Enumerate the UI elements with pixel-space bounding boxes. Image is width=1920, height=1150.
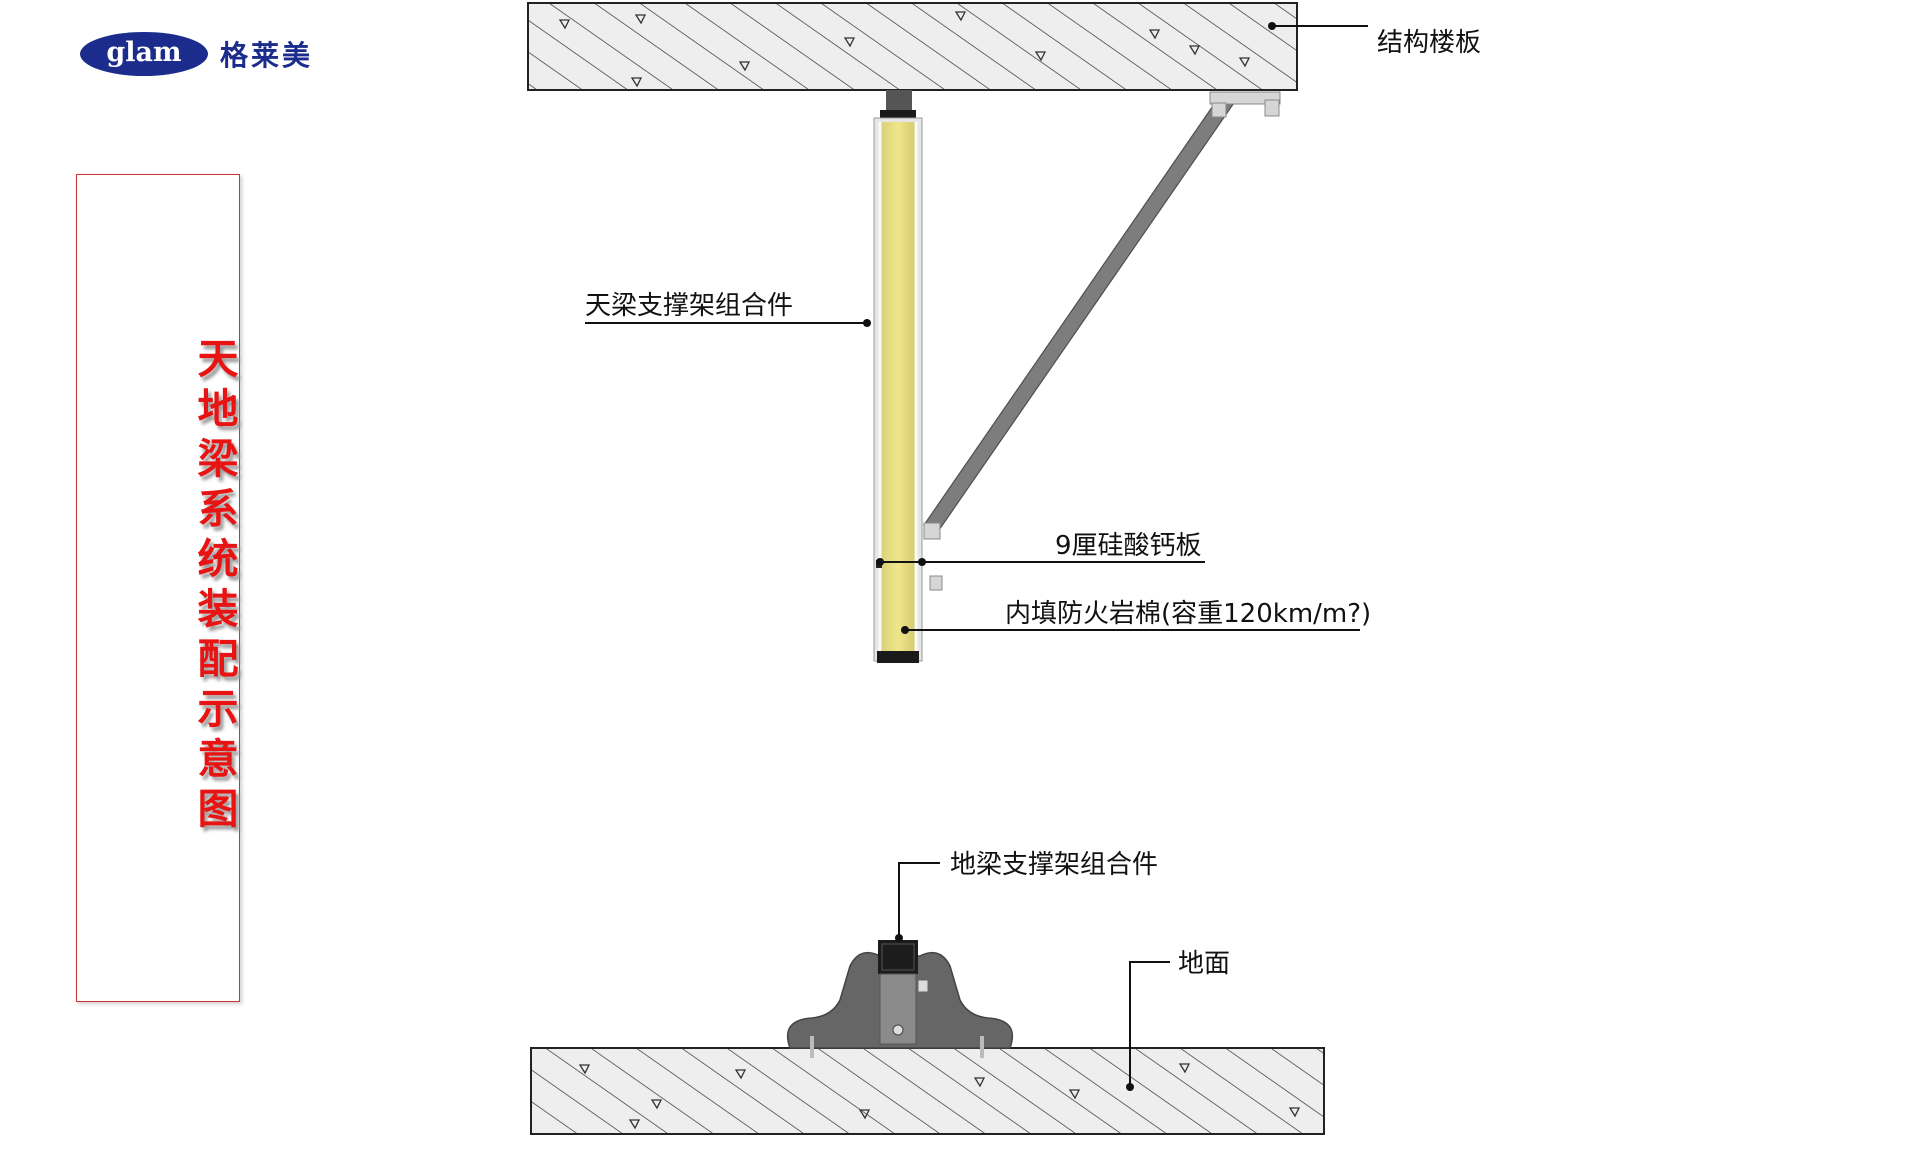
aggregate-marks-floor xyxy=(578,1063,1301,1130)
floor-slab xyxy=(530,1047,1325,1135)
logo-chinese-name: 格莱美 xyxy=(220,39,314,72)
structural-slab xyxy=(527,2,1298,91)
leader-lines xyxy=(585,25,1368,1087)
diagonal-brace xyxy=(923,91,1281,540)
diagram-title: 天地梁系统装配示意图 xyxy=(190,337,238,837)
floor-beam-bracket xyxy=(786,940,1014,1058)
leader-dots xyxy=(863,22,1276,1091)
label-ceiling-beam-bracket: 天梁支撑架组合件 xyxy=(585,291,793,321)
label-calcium-silicate-board: 9厘硅酸钙板 xyxy=(1055,531,1202,561)
label-rock-wool-infill: 内填防火岩棉(容重120km/m?) xyxy=(1005,599,1371,629)
brand-logo: glam 格莱美 xyxy=(80,28,340,78)
logo-mark: glam xyxy=(80,32,208,76)
aggregate-marks xyxy=(558,11,1251,88)
label-floor-beam-bracket: 地梁支撑架组合件 xyxy=(950,850,1158,880)
label-ground: 地面 xyxy=(1178,949,1230,979)
label-structural-slab: 结构楼板 xyxy=(1377,28,1481,58)
title-panel: 天地梁系统装配示意图 xyxy=(76,174,240,1002)
ceiling-beam-column xyxy=(873,90,943,663)
